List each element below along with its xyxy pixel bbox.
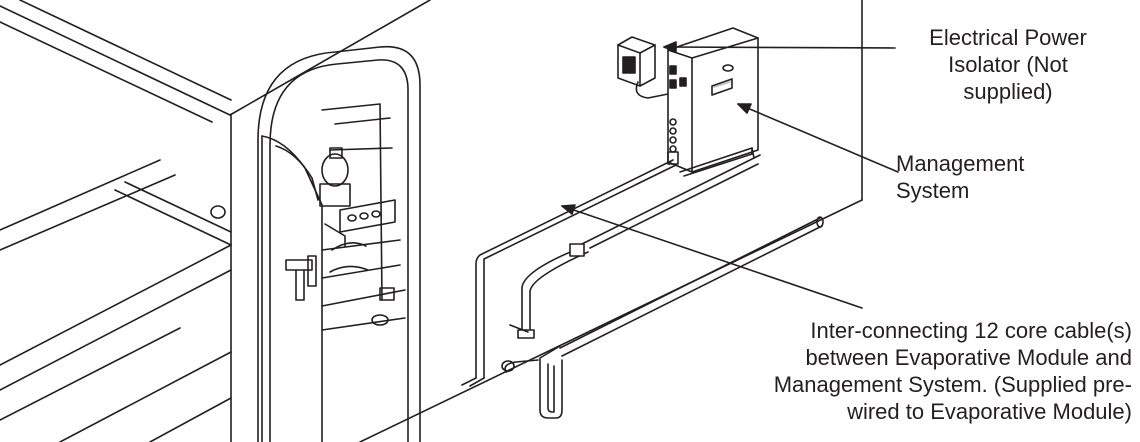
isolator-label-line: Electrical Power (929, 25, 1087, 50)
cable-label-line: between Evaporative Module and (805, 345, 1132, 370)
isolator-label: Electrical Power Isolator (Not supplied) (878, 24, 1138, 105)
cable-label: Inter-connecting 12 core cable(s) betwee… (590, 317, 1132, 425)
evaporative-module (0, 0, 421, 442)
water-pipe (501, 154, 824, 419)
isolator-label-line: Isolator (Not (948, 52, 1068, 77)
management-label-line: System (896, 178, 970, 203)
cable-label-line: wired to Evaporative Module) (847, 399, 1132, 424)
cable-label-line: Inter-connecting 12 core cable(s) (810, 318, 1132, 343)
management-label-line: Management (896, 151, 1025, 176)
cable-leader (561, 205, 863, 309)
management-system-label: Management System (896, 150, 1116, 204)
isolator-label-line: supplied) (963, 79, 1053, 104)
cable-label-line: Management System. (Supplied pre- (773, 372, 1132, 397)
management-leader (737, 103, 899, 173)
isolator-box (617, 36, 669, 99)
interconnecting-cable (461, 147, 755, 387)
isolator-leader (663, 46, 896, 49)
room-outline (229, 0, 863, 442)
leader-arrows (561, 41, 899, 309)
management-system-box (667, 27, 759, 173)
